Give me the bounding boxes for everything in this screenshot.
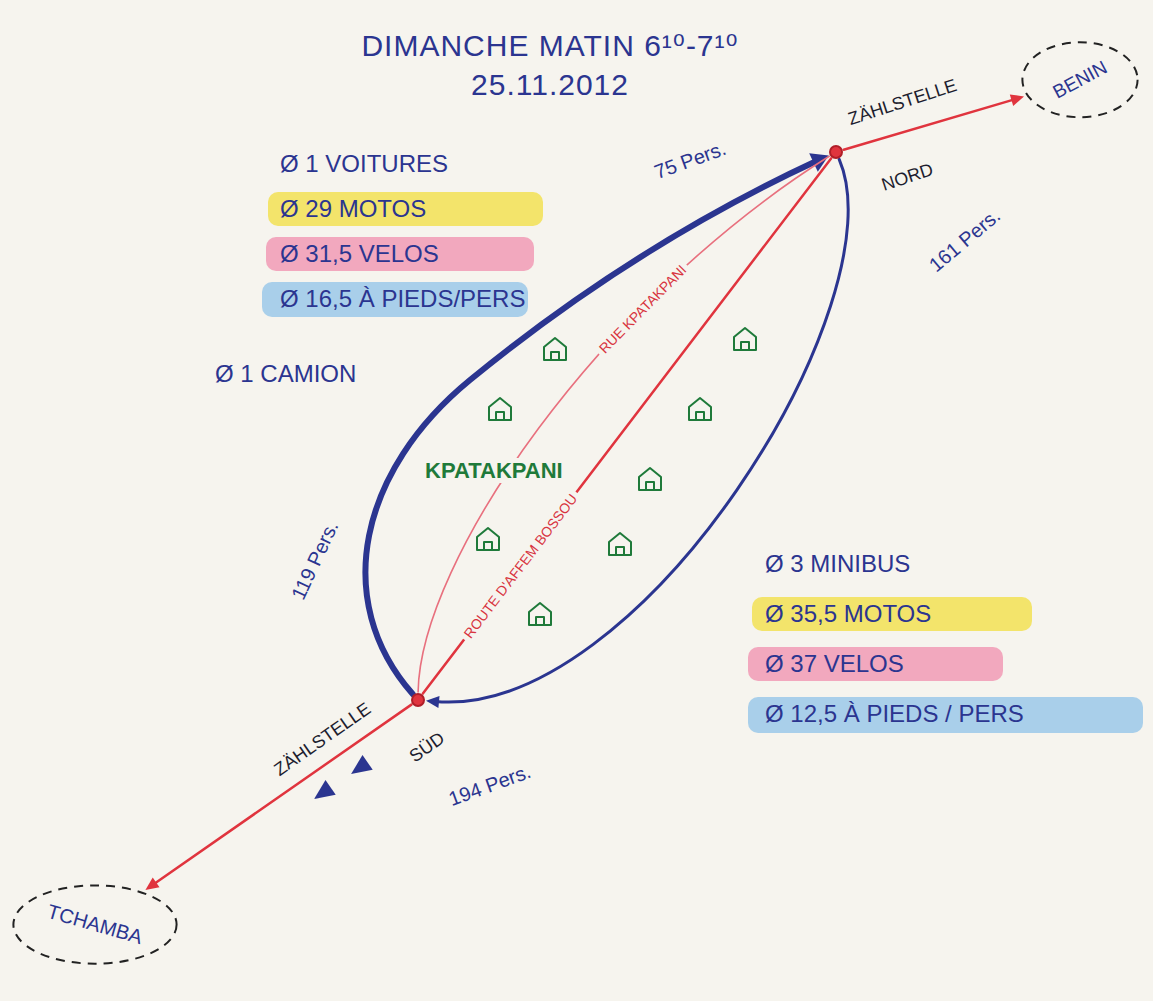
place-name: BENIN [1049,57,1111,104]
house-icon [609,533,631,555]
house-icon [489,398,511,420]
count-average: Ø 1 CAMION [215,360,356,388]
place-ellipse: BENIN [1020,39,1140,121]
counting-point-label: NORD [879,159,936,195]
house-icon [734,328,756,350]
road-line-path [153,705,412,885]
flow-count: 75 Pers. [651,136,729,183]
flow-count: 161 Pers. [925,204,1005,277]
place-name: TCHAMBA [45,900,145,949]
arrowhead [426,696,440,708]
counting-point-label: SÜD [406,727,449,766]
place-ellipse: TCHAMBA [10,882,180,967]
village-name: KPATAKPANI [421,458,567,483]
house-icon [477,528,499,550]
count-average: Ø 31,5 VELOS [280,240,439,268]
traffic-flow-arrow [365,153,828,694]
highlight-band [752,597,1032,631]
house-icon [544,338,566,360]
count-average: Ø 37 VELOS [765,650,904,678]
highlight-band [268,192,543,226]
count-average: Ø 29 MOTOS [280,195,426,223]
arrowhead [145,878,159,890]
flow-arrowhead [314,780,336,799]
flow-count: 119 Pers. [287,517,343,603]
counting-point-label: ZÄHLSTELLE [845,75,959,130]
house-icon [639,468,661,490]
house-icon [529,603,551,625]
street-name: RUE KPATAKPANI [592,259,691,359]
road-line [145,705,411,890]
count-average: Ø 35,5 MOTOS [765,600,931,628]
highlight-band [748,647,1003,681]
dashed-ellipse [13,886,176,964]
count-average: Ø 1 VOITURES [280,150,448,178]
counting-point-label: ZÄHLSTELLE [270,698,374,780]
highlight-band [262,282,528,317]
house-icon [689,398,711,420]
count-average: Ø 3 MINIBUS [765,550,910,578]
count-average: Ø 12,5 À PIEDS / PERS [765,700,1024,728]
flow-arrowhead [351,755,373,774]
counting-point: ZÄHLSTELLESÜD [411,693,425,707]
flow-count: 194 Pers. [446,760,534,811]
highlight-band [748,697,1143,733]
dashed-ellipse [1022,42,1137,117]
highlight-band [266,237,534,271]
count-average: Ø 16,5 À PIEDS/PERS [280,285,525,313]
diagram-title: DIMANCHE MATIN 6¹⁰-7¹⁰ 25.11.2012 [320,26,780,104]
street-name: ROUTE D'AFFEM BOSSOU [458,488,583,645]
counting-point: ZÄHLSTELLENORD [829,145,843,159]
arrowhead [1010,94,1024,106]
